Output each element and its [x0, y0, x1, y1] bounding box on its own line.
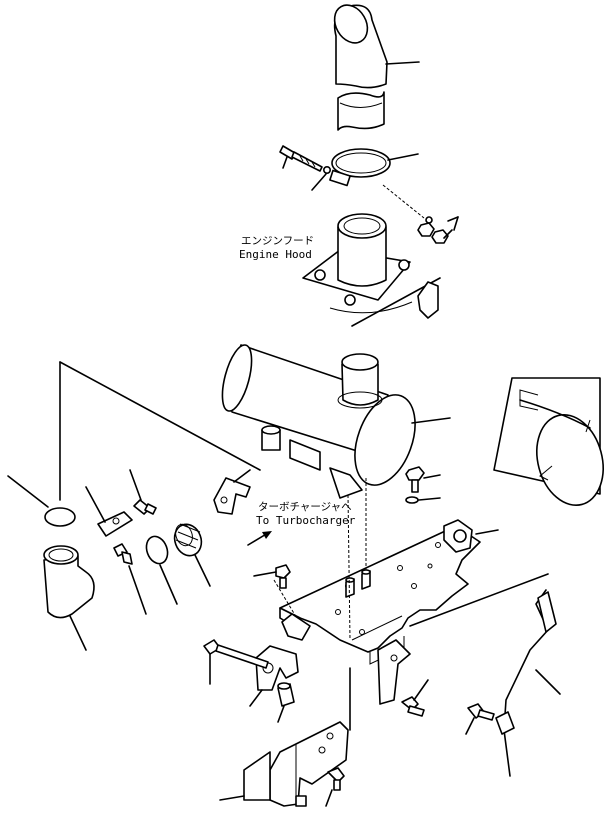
leader-muffler-bolt — [423, 474, 441, 479]
right-bracket-bolt — [401, 696, 425, 717]
leader-bolt-lower-left — [128, 565, 147, 615]
leader-washer — [311, 173, 327, 191]
turbo-label-en: To Turbocharger — [256, 514, 356, 527]
leader-muffler-washer — [418, 497, 441, 501]
leader-hinge — [249, 689, 263, 707]
leader-pin — [277, 705, 285, 723]
leader-support-bolt — [325, 789, 333, 807]
leader-elbow — [69, 615, 87, 651]
o-ring-small — [145, 535, 169, 565]
support-bracket — [243, 721, 349, 807]
washer-small — [322, 166, 331, 175]
leader-support-bracket — [219, 795, 245, 801]
leader-lever-bolt — [465, 717, 475, 735]
long-bolt — [203, 639, 269, 669]
control-lever — [495, 589, 557, 777]
support-bolt — [327, 767, 345, 791]
alignment-dashes — [273, 478, 367, 641]
lever-bolt — [467, 703, 495, 721]
muffler-washer — [405, 496, 419, 504]
engine-hood-label-en: Engine Hood — [239, 248, 312, 261]
muffler-mount-bolt — [405, 466, 425, 493]
leader-turbo-link — [233, 469, 251, 483]
leader-clamp-bolt — [282, 156, 288, 169]
mounting-plate — [279, 519, 481, 665]
section-line-right — [409, 573, 549, 627]
leader-stack-pipe — [385, 61, 420, 65]
leader-o-ring-small — [159, 564, 178, 605]
engine-hood-label-jp: エンジンフード — [241, 235, 314, 247]
clamp-band — [329, 148, 391, 187]
hood-edge-rod — [351, 277, 441, 327]
turbo-label-jp: ターボチャージャへ — [258, 501, 352, 513]
leader-clamp — [387, 153, 419, 161]
pin — [277, 682, 295, 707]
detail-view-pipe — [493, 377, 604, 506]
right-bracket — [377, 639, 411, 705]
leader-o-ring — [7, 475, 49, 508]
bolt-upper-left — [133, 499, 157, 515]
small-bracket — [97, 511, 133, 537]
plate-left-bolt — [275, 564, 291, 589]
hood-pipe-flange — [302, 213, 413, 314]
clamp-bolt — [279, 145, 323, 172]
o-ring-large — [44, 507, 76, 527]
leader-flange-adapter — [194, 554, 211, 587]
clamp-nuts — [417, 216, 459, 244]
turbo-link-bracket — [213, 477, 251, 515]
bolt-lower-left — [113, 543, 133, 565]
elbow-pipe — [43, 545, 95, 619]
hinge-bracket — [255, 613, 311, 691]
turbo-arrow — [247, 531, 272, 546]
leader-right-bolt — [413, 679, 429, 701]
exploded-line-top — [59, 361, 261, 471]
flange-adapter — [173, 523, 203, 557]
leader-control-lever — [535, 669, 561, 695]
leader-small-bracket — [85, 486, 106, 523]
leader-bolt-upper-left — [129, 469, 142, 501]
leader-plate-left-bolt — [253, 571, 277, 577]
plate-spacers — [345, 569, 371, 598]
dash-clamp-nut — [382, 184, 425, 219]
leader-plate-eye — [475, 529, 499, 535]
exhaust-stack-pipe — [333, 4, 388, 131]
leader-muffler — [411, 417, 451, 424]
muffler — [221, 344, 416, 499]
